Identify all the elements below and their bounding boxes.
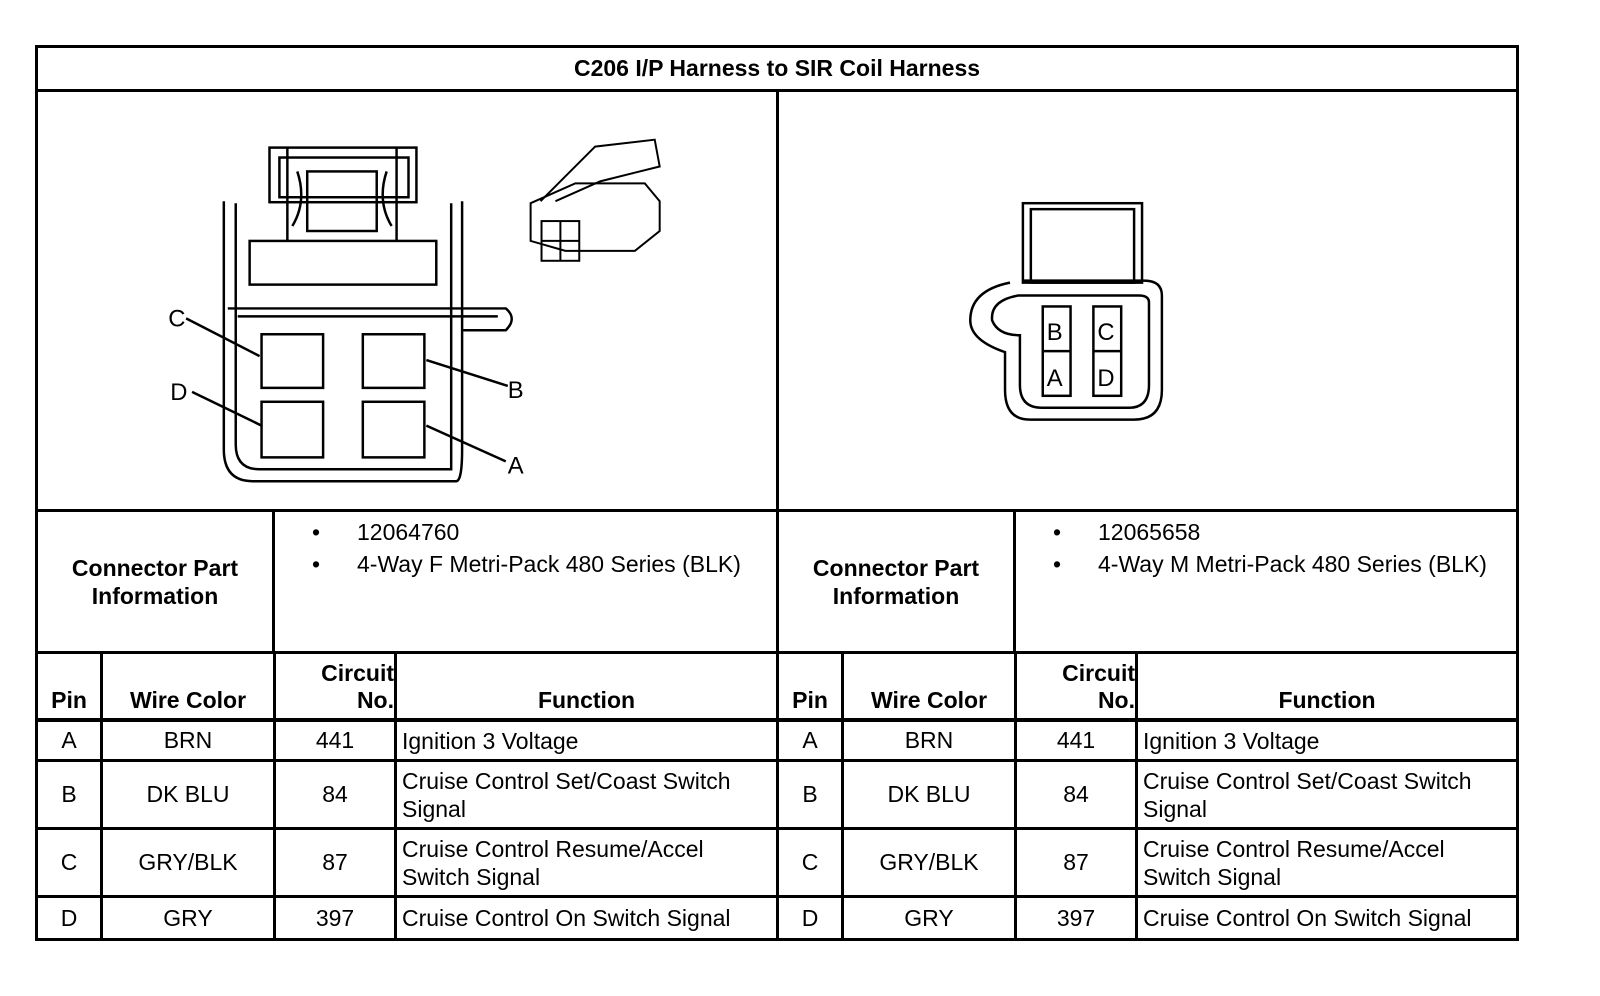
table-header-row: Pin Wire Color Circuit No. Function	[779, 654, 1516, 722]
function-cell: Cruise Control On Switch Signal	[1143, 905, 1472, 931]
circuit-cell: 84	[276, 762, 397, 827]
header-circuit: Circuit No.	[1017, 654, 1138, 718]
pin-cell: C	[779, 830, 844, 895]
pin-cell: D	[779, 898, 844, 938]
wire-color-cell: BRN	[844, 722, 1017, 759]
circuit-cell: 87	[276, 830, 397, 895]
female-connector-drawing: C D B A	[168, 138, 661, 483]
circuit-cell: 397	[1017, 898, 1138, 938]
bullet-icon: •	[311, 551, 321, 577]
table-row: D GRY 397 Cruise Control On Switch Signa…	[779, 898, 1516, 938]
table-row: C GRY/BLK 87 Cruise Control Resume/Accel…	[779, 830, 1516, 898]
male-connector-diagram: B C A D	[779, 92, 1516, 512]
isometric-connector-view	[529, 138, 661, 262]
right-pinout-table: Pin Wire Color Circuit No. Function A BR…	[779, 654, 1516, 938]
circuit-cell: 84	[1017, 762, 1138, 827]
bullet-icon: •	[1052, 519, 1062, 545]
part-info-list: • 12064760 • 4-Way F Metri-Pack 480 Seri…	[275, 518, 776, 582]
list-item: • 12065658	[1016, 518, 1516, 546]
pin-callout-b: B	[508, 377, 524, 404]
bullet-icon: •	[1052, 551, 1062, 577]
pin-cell: A	[779, 722, 844, 759]
connector-sheet: C206 I/P Harness to SIR Coil Harness	[35, 45, 1519, 941]
pin-cell: C	[38, 830, 103, 895]
wire-color-cell: GRY	[103, 898, 276, 938]
table-row: C GRY/BLK 87 Cruise Control Resume/Accel…	[38, 830, 776, 898]
list-item: • 12064760	[275, 518, 776, 546]
pin-cell: D	[38, 898, 103, 938]
connector-part-info-label: Connector Part Information	[38, 512, 275, 651]
table-row: A BRN 441 Ignition 3 Voltage	[38, 722, 776, 762]
table-row: D GRY 397 Cruise Control On Switch Signa…	[38, 898, 776, 938]
right-connector-part-info: Connector Part Information • 12065658 • …	[779, 512, 1516, 654]
bullet-icon: •	[311, 519, 321, 545]
part-info-list: • 12065658 • 4-Way M Metri-Pack 480 Seri…	[1016, 518, 1516, 582]
table-header-row: Pin Wire Color Circuit No. Function	[38, 654, 776, 722]
wire-color-cell: GRY/BLK	[103, 830, 276, 895]
header-function: Function	[537, 687, 636, 713]
header-pin: Pin	[38, 654, 103, 718]
wire-color-cell: GRY/BLK	[844, 830, 1017, 895]
pin-cell: A	[38, 722, 103, 759]
male-connector-drawing: B C A D	[969, 201, 1164, 421]
circuit-cell: 441	[1017, 722, 1138, 759]
function-cell: Ignition 3 Voltage	[402, 727, 579, 754]
function-cell: Cruise Control Set/Coast Switch Signal	[402, 767, 731, 822]
function-cell: Cruise Control On Switch Signal	[402, 905, 731, 931]
left-pinout-table: Pin Wire Color Circuit No. Function A BR…	[38, 654, 779, 938]
function-cell: Cruise Control Resume/Accel Switch Signa…	[402, 835, 704, 890]
list-item: • 4-Way F Metri-Pack 480 Series (BLK)	[275, 550, 776, 578]
header-function: Function	[1278, 687, 1376, 713]
function-cell: Cruise Control Set/Coast Switch Signal	[1143, 767, 1472, 822]
wire-color-cell: BRN	[103, 722, 276, 759]
wire-color-cell: GRY	[844, 898, 1017, 938]
part-number: 12065658	[1098, 519, 1201, 545]
part-number: 12064760	[357, 519, 460, 545]
part-description: 4-Way F Metri-Pack 480 Series (BLK)	[357, 551, 741, 577]
part-description: 4-Way M Metri-Pack 480 Series (BLK)	[1098, 551, 1487, 577]
table-row: B DK BLU 84 Cruise Control Set/Coast Swi…	[779, 762, 1516, 830]
pin-label-d: D	[1097, 365, 1114, 392]
table-row: A BRN 441 Ignition 3 Voltage	[779, 722, 1516, 762]
pin-label-c: C	[1097, 319, 1114, 346]
female-connector-diagram: C D B A	[38, 92, 779, 512]
pin-callout-a: A	[508, 452, 524, 479]
circuit-cell: 87	[1017, 830, 1138, 895]
function-cell: Cruise Control Resume/Accel Switch Signa…	[1143, 835, 1445, 890]
wire-color-cell: DK BLU	[844, 762, 1017, 827]
pin-label-b: B	[1047, 319, 1063, 346]
header-wire-color: Wire Color	[844, 654, 1017, 718]
pin-cell: B	[779, 762, 844, 827]
wire-color-cell: DK BLU	[103, 762, 276, 827]
circuit-cell: 397	[276, 898, 397, 938]
pin-cell: B	[38, 762, 103, 827]
list-item: • 4-Way M Metri-Pack 480 Series (BLK)	[1016, 550, 1516, 578]
function-cell: Ignition 3 Voltage	[1143, 727, 1320, 754]
table-row: B DK BLU 84 Cruise Control Set/Coast Swi…	[38, 762, 776, 830]
pin-label-a: A	[1047, 365, 1063, 392]
connector-part-info-label: Connector Part Information	[779, 512, 1016, 651]
sheet-title: C206 I/P Harness to SIR Coil Harness	[38, 48, 1516, 92]
left-connector-part-info: Connector Part Information • 12064760 • …	[38, 512, 779, 654]
header-pin: Pin	[779, 654, 844, 718]
pin-callout-c: C	[168, 305, 185, 332]
circuit-cell: 441	[276, 722, 397, 759]
pin-callout-d: D	[170, 379, 187, 406]
header-circuit: Circuit No.	[276, 654, 397, 718]
header-wire-color: Wire Color	[103, 654, 276, 718]
